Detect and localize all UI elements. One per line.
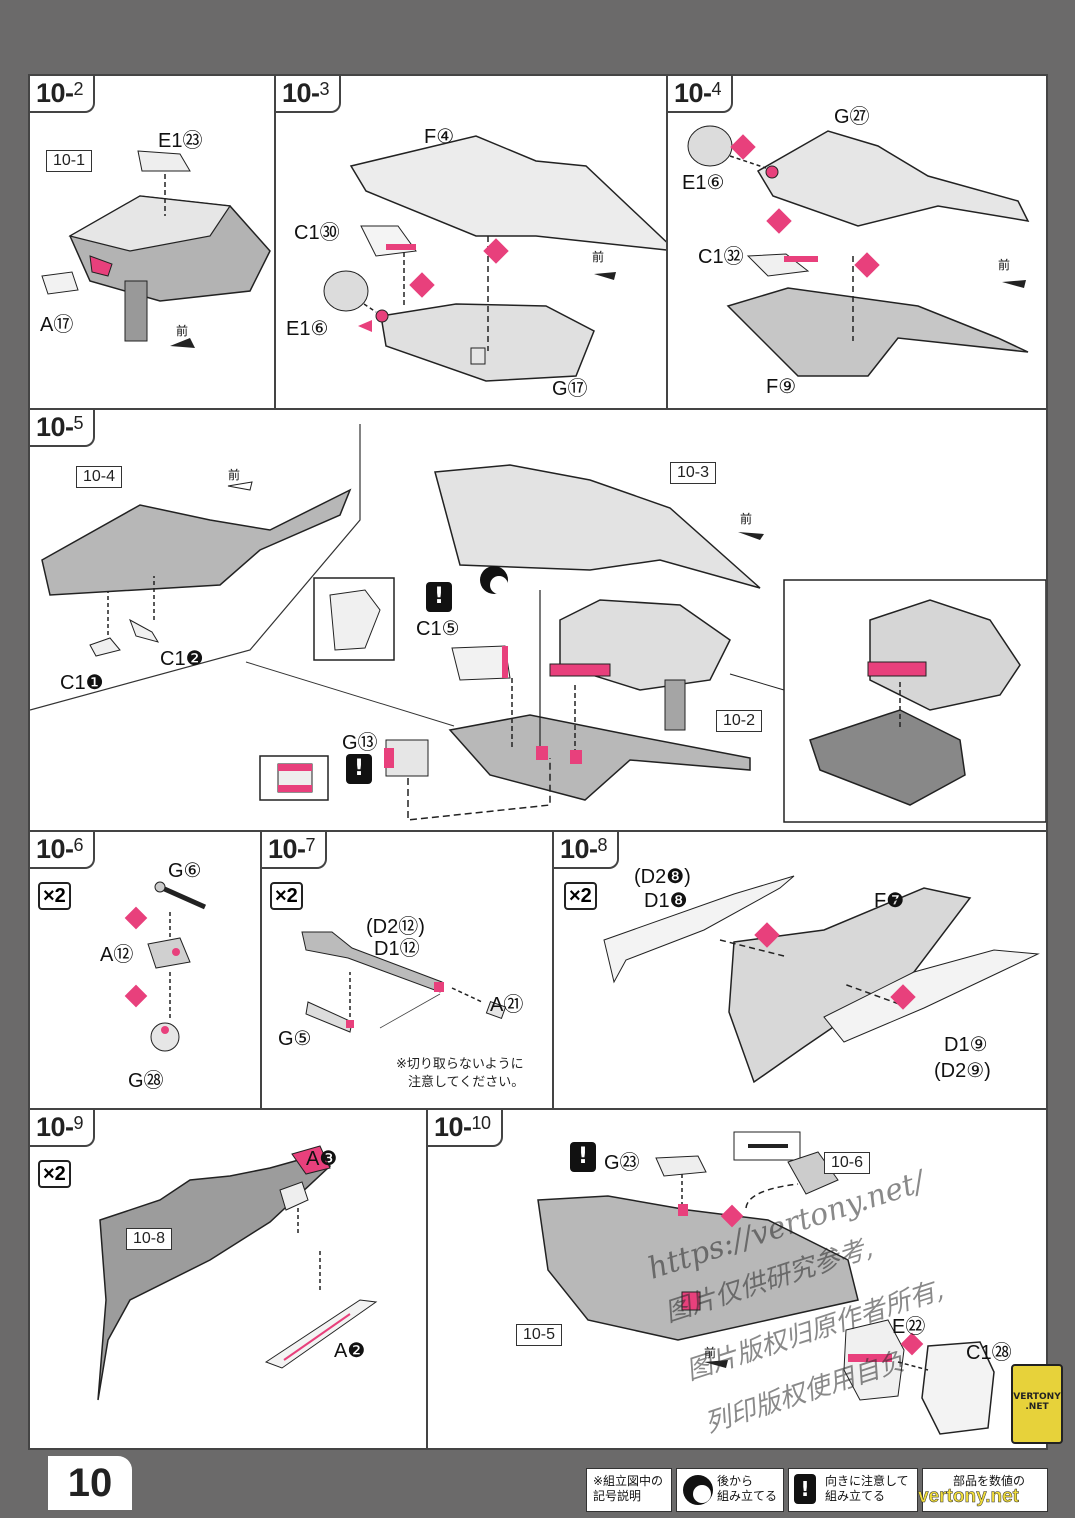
part-label-g-27: G㉗ (834, 106, 870, 128)
step-number: 10-4 (668, 76, 734, 113)
part-label-f-4: F④ (424, 126, 455, 148)
reference-step-10-8: 10-8 (126, 1228, 173, 1250)
assembly-illustration (41, 150, 271, 348)
part-label-a-21: A㉑ (490, 994, 524, 1016)
watermark-site: vertony.net (918, 1486, 1020, 1508)
step-number: 10-2 (30, 76, 96, 113)
orientation-warning-icon: ! (426, 582, 452, 612)
assembly-illustration (97, 1145, 378, 1401)
part-label-a-12: A⑫ (100, 944, 134, 966)
orientation-warning-icon: ! (346, 754, 372, 784)
part-label-e1-6: E1⑥ (682, 172, 725, 194)
assembly-illustration (323, 135, 679, 382)
step-number: 10-10 (428, 1110, 503, 1147)
front-direction-label: 前 (592, 250, 605, 264)
part-label-e1-6: E1⑥ (286, 318, 329, 340)
reference-step-10-3: 10-3 (670, 462, 717, 484)
step-number: 10-6 (30, 832, 96, 869)
assembly-illustration (30, 424, 1046, 823)
page-number: 10 (48, 1456, 132, 1510)
step-number: 10-7 (262, 832, 328, 869)
part-label-c1-30: C1㉚ (294, 222, 340, 244)
part-label-d1-9: D1⑨ (944, 1034, 988, 1056)
orientation-warning-icon: ! (794, 1474, 816, 1504)
part-label-d1-12: D1⑫ (374, 938, 420, 960)
assembly-illustration (603, 875, 1040, 1084)
part-label-a-3: A❸ (306, 1148, 338, 1170)
part-label-d1-8: D1❽ (644, 890, 688, 912)
assembly-illustration (687, 125, 1030, 377)
panel-step-10-2: 10-2 10-1 E1㉓ A⑰ 前 (28, 74, 276, 410)
front-direction-label: 前 (704, 1346, 717, 1360)
assembly-illustration (537, 1131, 995, 1435)
watermark-badge: VERTONY .NET (1011, 1364, 1063, 1444)
part-label-c1-2: C1❷ (160, 648, 204, 670)
front-direction-label: 前 (228, 468, 241, 482)
step-number: 10-9 (30, 1110, 96, 1147)
part-label-g-28: G㉘ (128, 1070, 164, 1092)
quantity-multiplier: ×2 (564, 882, 597, 910)
panel-step-10-9: 10-9 ×2 10-8 A❸ A❷ (28, 1108, 428, 1450)
reference-step-10-4: 10-4 (76, 466, 123, 488)
part-label-c1-1: C1❶ (60, 672, 104, 694)
reference-step-10-5: 10-5 (516, 1324, 563, 1346)
part-label-g-13: G⑬ (342, 732, 378, 754)
step-number: 10-3 (276, 76, 342, 113)
reference-step-10-1: 10-1 (46, 150, 93, 172)
step-number: 10-5 (30, 410, 96, 447)
panel-step-10-7: 10-7 ×2 (D2⑫) D1⑫ A㉑ G⑤ ※切り取らないように 注意してく… (260, 830, 554, 1110)
panel-step-10-6: 10-6 ×2 G⑥ A⑫ G㉘ (28, 830, 262, 1110)
quantity-multiplier: ×2 (38, 1160, 71, 1188)
front-direction-label: 前 (176, 324, 189, 338)
panel-step-10-10: 10-10 ! G㉓ 10-6 10-5 E㉒ C1㉘ 前 (426, 1108, 1048, 1450)
assembly-illustration (301, 931, 507, 1033)
part-label-f-9: F⑨ (766, 376, 797, 398)
panel-step-10-5: 10-5 (28, 408, 1048, 832)
caution-note: ※切り取らないように 注意してください。 (396, 1057, 525, 1090)
part-label-g-5: G⑤ (278, 1028, 312, 1050)
part-label-e-22: E㉒ (892, 1316, 926, 1338)
quantity-multiplier: ×2 (38, 882, 71, 910)
front-direction-label: 前 (740, 512, 753, 526)
part-label-g-23: G㉓ (604, 1152, 640, 1174)
legend-item-part-count: 部品を数値の (922, 1468, 1048, 1512)
part-label-d2-12: (D2⑫) (366, 916, 425, 938)
legend-title: ※組立図中の 記号説明 (586, 1468, 672, 1512)
part-label-g-17: G⑰ (552, 378, 588, 400)
front-direction-label: 前 (998, 258, 1011, 272)
part-label-a-17: A⑰ (40, 314, 74, 336)
orientation-warning-icon: ! (570, 1142, 596, 1172)
part-label-d2-9: (D2⑨) (934, 1060, 991, 1082)
part-label-c1-32: C1㉜ (698, 246, 744, 268)
panel-step-10-3: 10-3 F④ C1㉚ E1⑥ G⑰ 前 (274, 74, 690, 410)
part-label-c1-28: C1㉘ (966, 1342, 1012, 1364)
part-label-e1-23: E1㉓ (158, 130, 203, 152)
part-label-a-2: A❷ (334, 1340, 366, 1362)
part-label-f-7: F❼ (874, 890, 905, 912)
panel-step-10-8: 10-8 ×2 (D2❽) D1❽ F❼ D1⑨ (D2⑨) (552, 830, 1048, 1110)
part-label-g-6: G⑥ (168, 860, 202, 882)
reference-step-10-2: 10-2 (716, 710, 763, 732)
assembly-illustration (124, 881, 207, 1052)
panel-step-10-4: 10-4 G㉗ E1⑥ C1㉜ F⑨ 前 (666, 74, 1048, 410)
reference-step-10-6: 10-6 (824, 1152, 871, 1174)
legend-item-mind-orientation: ! 向きに注意して 組み立てる (788, 1468, 918, 1512)
part-label-d2-8: (D2❽) (634, 866, 691, 888)
part-label-c1-5: C1⑤ (416, 618, 460, 640)
assemble-later-icon (683, 1475, 713, 1505)
step-number: 10-8 (554, 832, 620, 869)
quantity-multiplier: ×2 (270, 882, 303, 910)
legend-item-assemble-later: 後から 組み立てる (676, 1468, 784, 1512)
